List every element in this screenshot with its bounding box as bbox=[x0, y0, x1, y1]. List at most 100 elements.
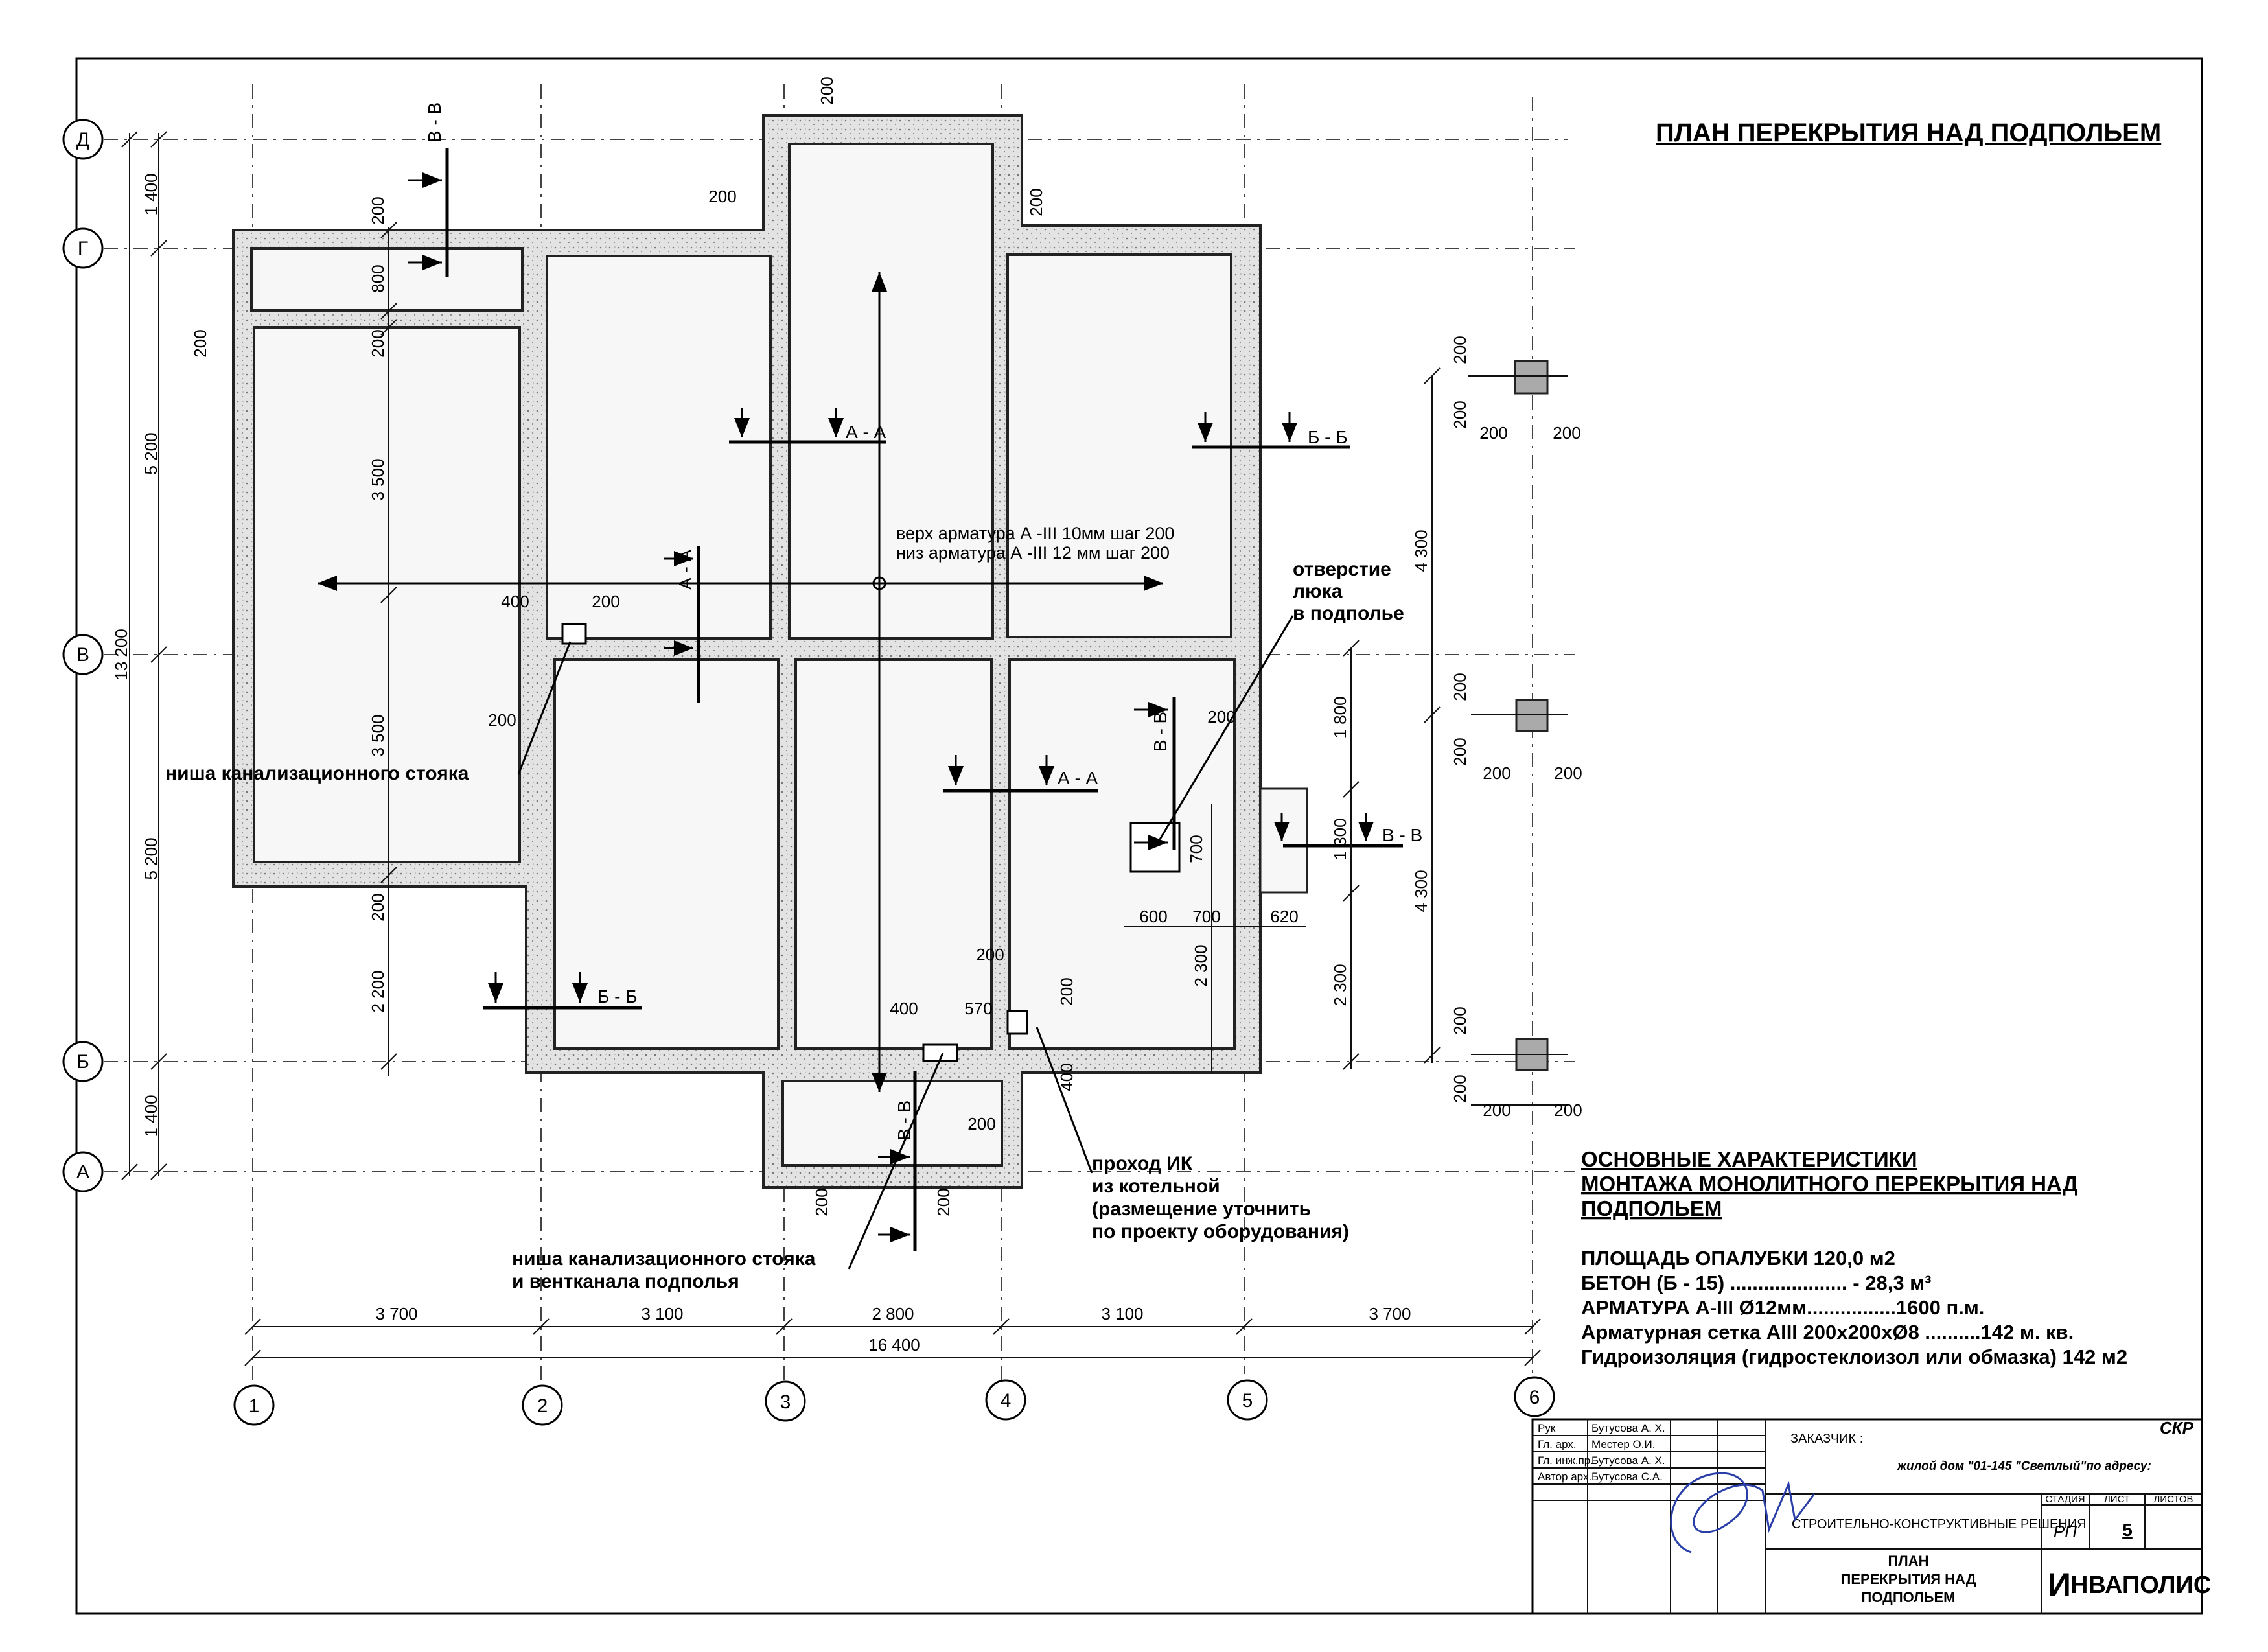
leader-lines bbox=[517, 615, 1294, 1270]
section-aa-2: А - А bbox=[1058, 768, 1098, 788]
section-bb-1: Б - Б bbox=[1308, 427, 1348, 447]
col-stage: СТАДИЯ bbox=[2045, 1494, 2085, 1505]
code: СКР bbox=[2160, 1418, 2194, 1437]
char-heading-3: ПОДПОЛЬЕМ bbox=[1581, 1196, 1722, 1220]
dim-right-2: 4 300 bbox=[1411, 870, 1431, 912]
dim-inner-7: 2 200 bbox=[368, 970, 388, 1012]
dim-wall-7: 200 bbox=[488, 710, 516, 730]
axis-label-1: 1 bbox=[249, 1395, 260, 1417]
dim-pier-3b: 200 bbox=[1554, 1100, 1582, 1120]
name-1: Бутусова А. Х. bbox=[1591, 1422, 1665, 1434]
dim-inner-6: 200 bbox=[368, 893, 388, 921]
dim-pier-2b: 200 bbox=[1554, 763, 1582, 783]
room-west bbox=[253, 326, 521, 863]
dim-inner-2: 800 bbox=[368, 264, 388, 292]
dim-pier-2c: 200 bbox=[1450, 673, 1470, 701]
dim-600: 600 bbox=[1139, 907, 1167, 926]
dim-left-3: 5 200 bbox=[141, 837, 161, 879]
hatch-opening bbox=[1129, 822, 1181, 873]
dim-wall-9: 200 bbox=[976, 945, 1004, 964]
title-block bbox=[1531, 1418, 2203, 1615]
dim-right-inner-2: 1 300 bbox=[1330, 818, 1350, 860]
name-2: Местер О.И. bbox=[1591, 1438, 1655, 1450]
dim-wall-11: 570 bbox=[964, 999, 992, 1018]
section-aa-3: А - А bbox=[675, 549, 695, 590]
note-ik-4: по проекту оборудования) bbox=[1092, 1221, 1349, 1242]
axis-label-3: 3 bbox=[780, 1391, 791, 1413]
dim-wall-1: 200 bbox=[817, 76, 837, 104]
pier-1 bbox=[1514, 360, 1549, 395]
dim-wall-14: 200 bbox=[967, 1114, 995, 1134]
col-sheet: ЛИСТ bbox=[2104, 1494, 2130, 1505]
dim-bottom-4: 3 100 bbox=[1101, 1304, 1143, 1323]
note-niche-2a: ниша канализационного стояка bbox=[512, 1248, 816, 1270]
dim-wall-12: 200 bbox=[1057, 977, 1076, 1005]
axis-label-5: 5 bbox=[1242, 1390, 1253, 1412]
dim-wall-13: 400 bbox=[1057, 1063, 1076, 1091]
role-1: Рук bbox=[1538, 1422, 1556, 1434]
dim-pier-1c: 200 bbox=[1450, 336, 1470, 364]
company-name: НВАПОЛИС bbox=[2070, 1572, 2211, 1599]
note-reinf-top: верх арматура А -III 10мм шаг 200 bbox=[896, 524, 1174, 543]
dimension-lines bbox=[121, 131, 1568, 1366]
section-vv-2: В - В bbox=[424, 102, 445, 143]
dim-700b: 700 bbox=[1186, 835, 1206, 863]
char-line-4: Арматурная сетка АIII 200х200хØ8 .......… bbox=[1581, 1321, 2074, 1344]
room-north-small bbox=[250, 247, 524, 312]
char-line-5: Гидроизоляция (гидростеклоизол или обмаз… bbox=[1581, 1345, 2127, 1368]
object: жилой дом "01-145 "Светлый"по адресу: bbox=[1897, 1460, 2151, 1473]
char-line-1: ПЛОЩАДЬ ОПАЛУБКИ 120,0 м2 bbox=[1581, 1247, 1895, 1270]
dim-wall-8: 200 bbox=[1207, 707, 1235, 727]
dim-pier-3c: 200 bbox=[1450, 1006, 1470, 1034]
signature bbox=[1670, 1472, 1816, 1553]
dim-wall-15: 200 bbox=[812, 1188, 831, 1216]
dim-right-1: 4 300 bbox=[1411, 529, 1431, 572]
dim-bottom-total: 16 400 bbox=[868, 1335, 920, 1355]
reinforcement-arrows bbox=[318, 272, 1163, 1092]
dim-pier-1a: 200 bbox=[1479, 423, 1507, 443]
section-cuts bbox=[408, 148, 1403, 1251]
section-bb-2: Б - Б bbox=[597, 986, 638, 1006]
note-ik-3: (размещение уточнить bbox=[1092, 1198, 1311, 1220]
dim-620: 620 bbox=[1270, 907, 1298, 926]
col-sheets: ЛИСТОВ bbox=[2153, 1494, 2193, 1505]
note-niche-2b: и вентканала подполья bbox=[512, 1271, 739, 1292]
dim-wall-4: 200 bbox=[191, 329, 210, 357]
sheet-title-1: ПЛАН bbox=[1888, 1553, 1928, 1569]
dim-pier-3d: 200 bbox=[1450, 1075, 1470, 1102]
dim-inner-4: 3 500 bbox=[368, 458, 388, 500]
sheet-number: 5 bbox=[2122, 1520, 2133, 1540]
dim-right-inner-1: 1 800 bbox=[1330, 696, 1350, 738]
note-niche-1: ниша канализационного стояка bbox=[165, 763, 469, 784]
role-3: Гл. инж.пр. bbox=[1538, 1454, 1593, 1467]
dim-wall-16: 200 bbox=[934, 1188, 953, 1216]
char-heading-2: МОНТАЖА МОНОЛИТНОГО ПЕРЕКРЫТИЯ НАД bbox=[1581, 1172, 2078, 1196]
dim-left-total: 13 200 bbox=[111, 629, 131, 681]
annex-box bbox=[1259, 787, 1308, 894]
sheet-title-2: ПЕРЕКРЫТИЯ НАД bbox=[1841, 1571, 1976, 1587]
dim-left-1: 1 400 bbox=[141, 173, 161, 215]
room-b bbox=[788, 143, 994, 640]
dim-wall-3: 200 bbox=[1026, 188, 1046, 216]
note-reinf-bottom: низ арматура А -III 12 мм шаг 200 bbox=[896, 543, 1170, 563]
section-aa-1: А - А bbox=[846, 422, 886, 442]
dim-wall-10: 400 bbox=[890, 999, 918, 1018]
dim-right-inner-3: 2 300 bbox=[1330, 964, 1350, 1006]
stage: РП bbox=[2054, 1522, 2077, 1541]
room-a bbox=[546, 255, 772, 640]
dim-left-2: 5 200 bbox=[141, 432, 161, 474]
note-hatch-3: в подполье bbox=[1293, 603, 1404, 624]
note-ik-2: из котельной bbox=[1092, 1176, 1220, 1197]
char-heading-1: ОСНОВНЫЕ ХАРАКТЕРИСТИКИ bbox=[1581, 1147, 1917, 1171]
section-name: СТРОИТЕЛЬНО-КОНСТРУКТИВНЫЕ РЕШЕНИЯ bbox=[1792, 1517, 2087, 1531]
axis-label-v: В bbox=[76, 644, 89, 666]
sheet-frame bbox=[75, 57, 2203, 1615]
section-vv-1: В - В bbox=[1382, 825, 1422, 845]
dim-wall-2: 200 bbox=[708, 187, 736, 206]
name-3: Бутусова А. Х. bbox=[1591, 1454, 1665, 1467]
dim-bottom-5: 3 700 bbox=[1369, 1304, 1411, 1323]
room-e bbox=[794, 658, 993, 1050]
niche-2 bbox=[922, 1043, 958, 1062]
dim-inner-1: 200 bbox=[368, 196, 388, 224]
